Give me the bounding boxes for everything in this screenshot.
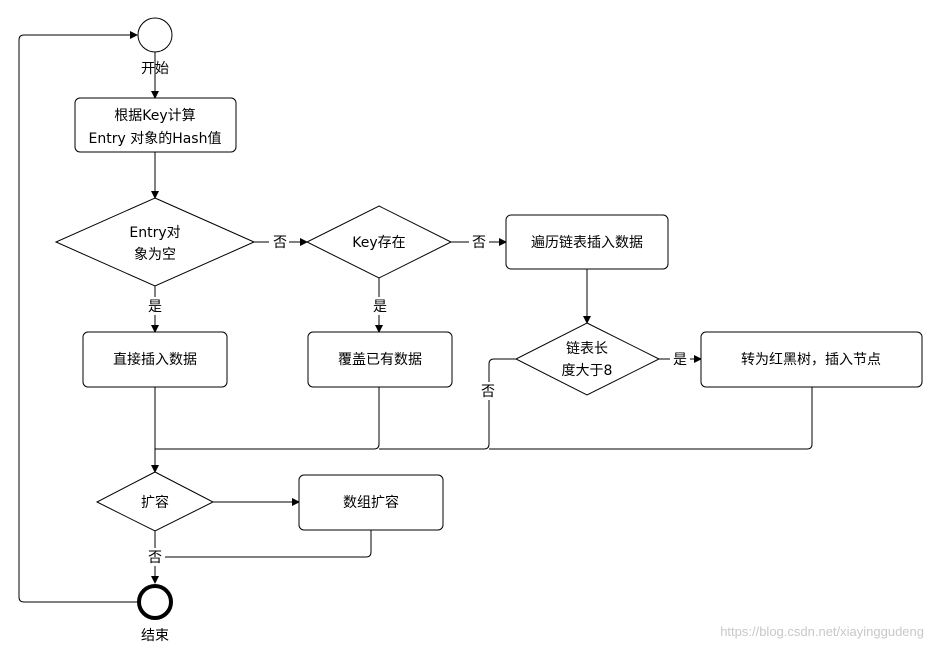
key-exists-yes-label: 是 [373, 299, 387, 315]
array-resize-node [298, 474, 444, 531]
watermark: https://blog.csdn.net/xiayinggudeng [720, 624, 924, 639]
end-node [137, 584, 173, 620]
edge-array-resize-to-end [155, 530, 372, 558]
list-len-no-label: 否 [481, 384, 495, 400]
direct-insert-node [82, 331, 228, 388]
list-len-yes-label: 是 [673, 352, 687, 368]
list-length-label-1: 链表长 [566, 341, 608, 357]
compute-hash-label-1: 根据Key计算 [114, 108, 195, 124]
entry-null-yes-label-bg [145, 297, 165, 315]
entry-null-no-label-bg [269, 233, 289, 251]
compute-hash-label-2: Entry 对象的Hash值 [89, 131, 222, 147]
key-exists-label: Key存在 [352, 235, 405, 251]
direct-insert-label: 直接插入数据 [113, 351, 197, 368]
key-exists-yes-label-bg [370, 297, 390, 315]
resize-label: 扩容 [141, 494, 169, 511]
to-rbtree-node [700, 331, 923, 388]
entry-null-decision [54, 197, 256, 287]
start-label: 开始 [141, 61, 169, 77]
entry-null-yes-label: 是 [148, 299, 162, 315]
to-rbtree-label: 转为红黑树，插入节点 [741, 352, 881, 368]
traverse-insert-node [505, 214, 669, 270]
entry-null-label-1: Entry对 [129, 225, 180, 241]
entry-null-label-2: 象为空 [134, 247, 176, 263]
resize-no-label: 否 [148, 550, 162, 566]
key-exists-no-label: 否 [472, 235, 486, 251]
list-len-no-label-bg [478, 382, 498, 400]
edge-end-loop-to-start [18, 31, 138, 603]
array-resize-label: 数组扩容 [343, 494, 399, 511]
list-length-decision [514, 322, 661, 396]
traverse-insert-label: 遍历链表插入数据 [531, 235, 643, 251]
edge-list-len-no [379, 358, 516, 450]
overwrite-node [307, 331, 453, 388]
key-exists-decision [305, 205, 453, 279]
edge-overwrite-to-merge [155, 387, 380, 450]
entry-null-no-label: 否 [273, 235, 287, 251]
resize-decision [95, 471, 215, 532]
key-exists-no-label-bg [469, 233, 489, 251]
edge-rbtree-to-merge [489, 387, 813, 450]
overwrite-label: 覆盖已有数据 [338, 352, 422, 368]
list-len-yes-label-bg [670, 350, 690, 368]
end-label: 结束 [141, 628, 169, 644]
list-length-label-2: 度大于8 [562, 363, 613, 379]
resize-no-label-bg [145, 548, 165, 566]
compute-hash-node [74, 97, 237, 153]
start-node [137, 17, 173, 53]
